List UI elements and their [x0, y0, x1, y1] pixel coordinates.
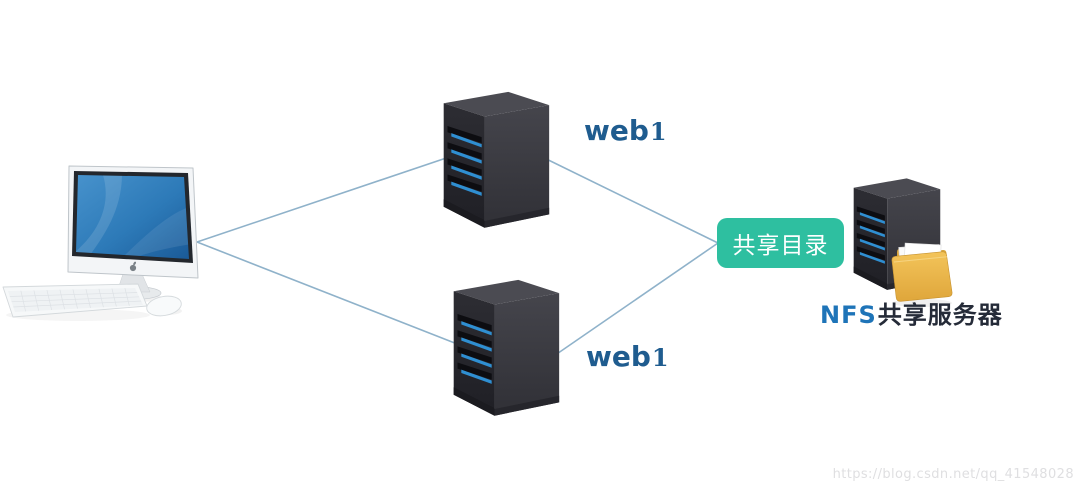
- label-web1-bottom-number: 1: [651, 343, 669, 372]
- label-web1-bottom: web1: [586, 343, 669, 371]
- link-client-web-bottom: [196, 241, 471, 350]
- apple-logo-icon: [129, 261, 137, 272]
- mouse-icon: [146, 295, 182, 317]
- web-server-bottom-icon: [453, 279, 560, 416]
- label-web1-top: web1: [584, 117, 667, 145]
- label-nfs-server: NFS共享服务器: [820, 295, 1003, 330]
- shared-folder-icon: [891, 242, 953, 307]
- link-web-bottom-shared: [534, 242, 719, 370]
- label-web1-top-text: web: [584, 114, 649, 147]
- label-nfs-prefix: NFS: [820, 301, 877, 329]
- imac-screen: [67, 165, 199, 279]
- watermark-text: https://blog.csdn.net/qq_41548028: [832, 467, 1074, 482]
- connection-lines: [196, 149, 719, 370]
- web-server-top-icon: [443, 91, 550, 228]
- label-web1-top-number: 1: [649, 117, 667, 146]
- label-web1-bottom-text: web: [586, 340, 651, 373]
- shared-directory-badge: 共享目录: [717, 218, 844, 268]
- link-web-top-shared: [529, 150, 719, 244]
- link-client-web-top: [196, 149, 471, 243]
- keyboard-icon: [2, 283, 148, 318]
- label-nfs-text: 共享服务器: [877, 301, 1003, 329]
- client-computer-icon: [2, 165, 199, 321]
